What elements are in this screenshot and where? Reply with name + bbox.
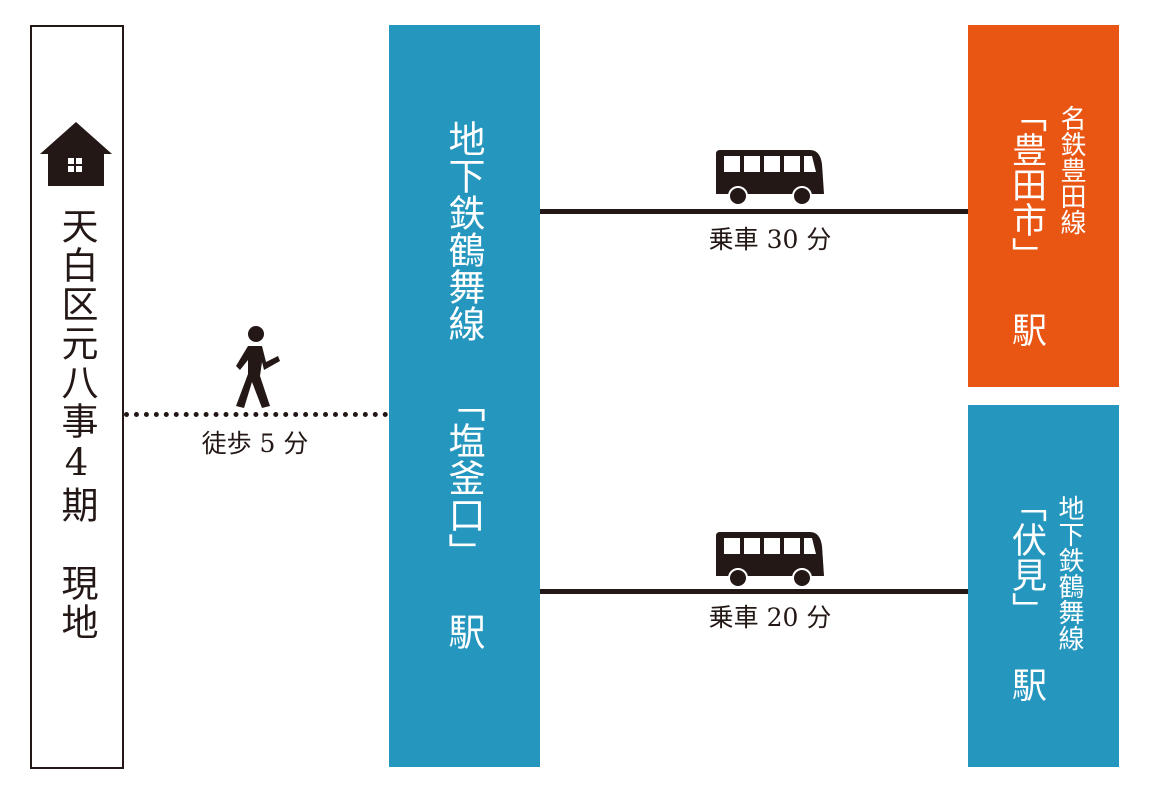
destination-fushimi: 地下鉄鶴舞線 「伏見」 駅 <box>968 405 1119 767</box>
destination-station-label: 「豊田市」 駅 <box>1006 97 1046 347</box>
hub-station-label: 地下鉄鶴舞線 「塩釜口」 駅 <box>442 120 485 650</box>
ride-time-label: 乗車 30 分 <box>708 225 832 254</box>
route-line-fushimi <box>540 589 968 594</box>
bus-icon <box>716 150 824 206</box>
route-line-toyotashi <box>540 209 968 214</box>
house-icon <box>40 122 112 186</box>
walk-time-label: 徒歩 5 分 <box>201 429 309 458</box>
walking-person-icon <box>236 326 280 408</box>
hub-station-shiogamaguchi: 地下鉄鶴舞線 「塩釜口」 駅 <box>389 25 540 767</box>
walk-route-line <box>124 412 388 417</box>
destination-line-label: 地下鉄鶴舞線 <box>1054 495 1084 651</box>
ride-time-label: 乗車 20 分 <box>708 603 832 632</box>
destination-line-label: 名鉄豊田線 <box>1056 105 1086 235</box>
destination-station-label: 「伏見」 駅 <box>1006 487 1046 702</box>
origin-label: 天白区元八事4期 現地 <box>55 207 98 642</box>
bus-icon <box>716 532 824 588</box>
destination-toyotashi: 名鉄豊田線 「豊田市」 駅 <box>968 25 1119 387</box>
